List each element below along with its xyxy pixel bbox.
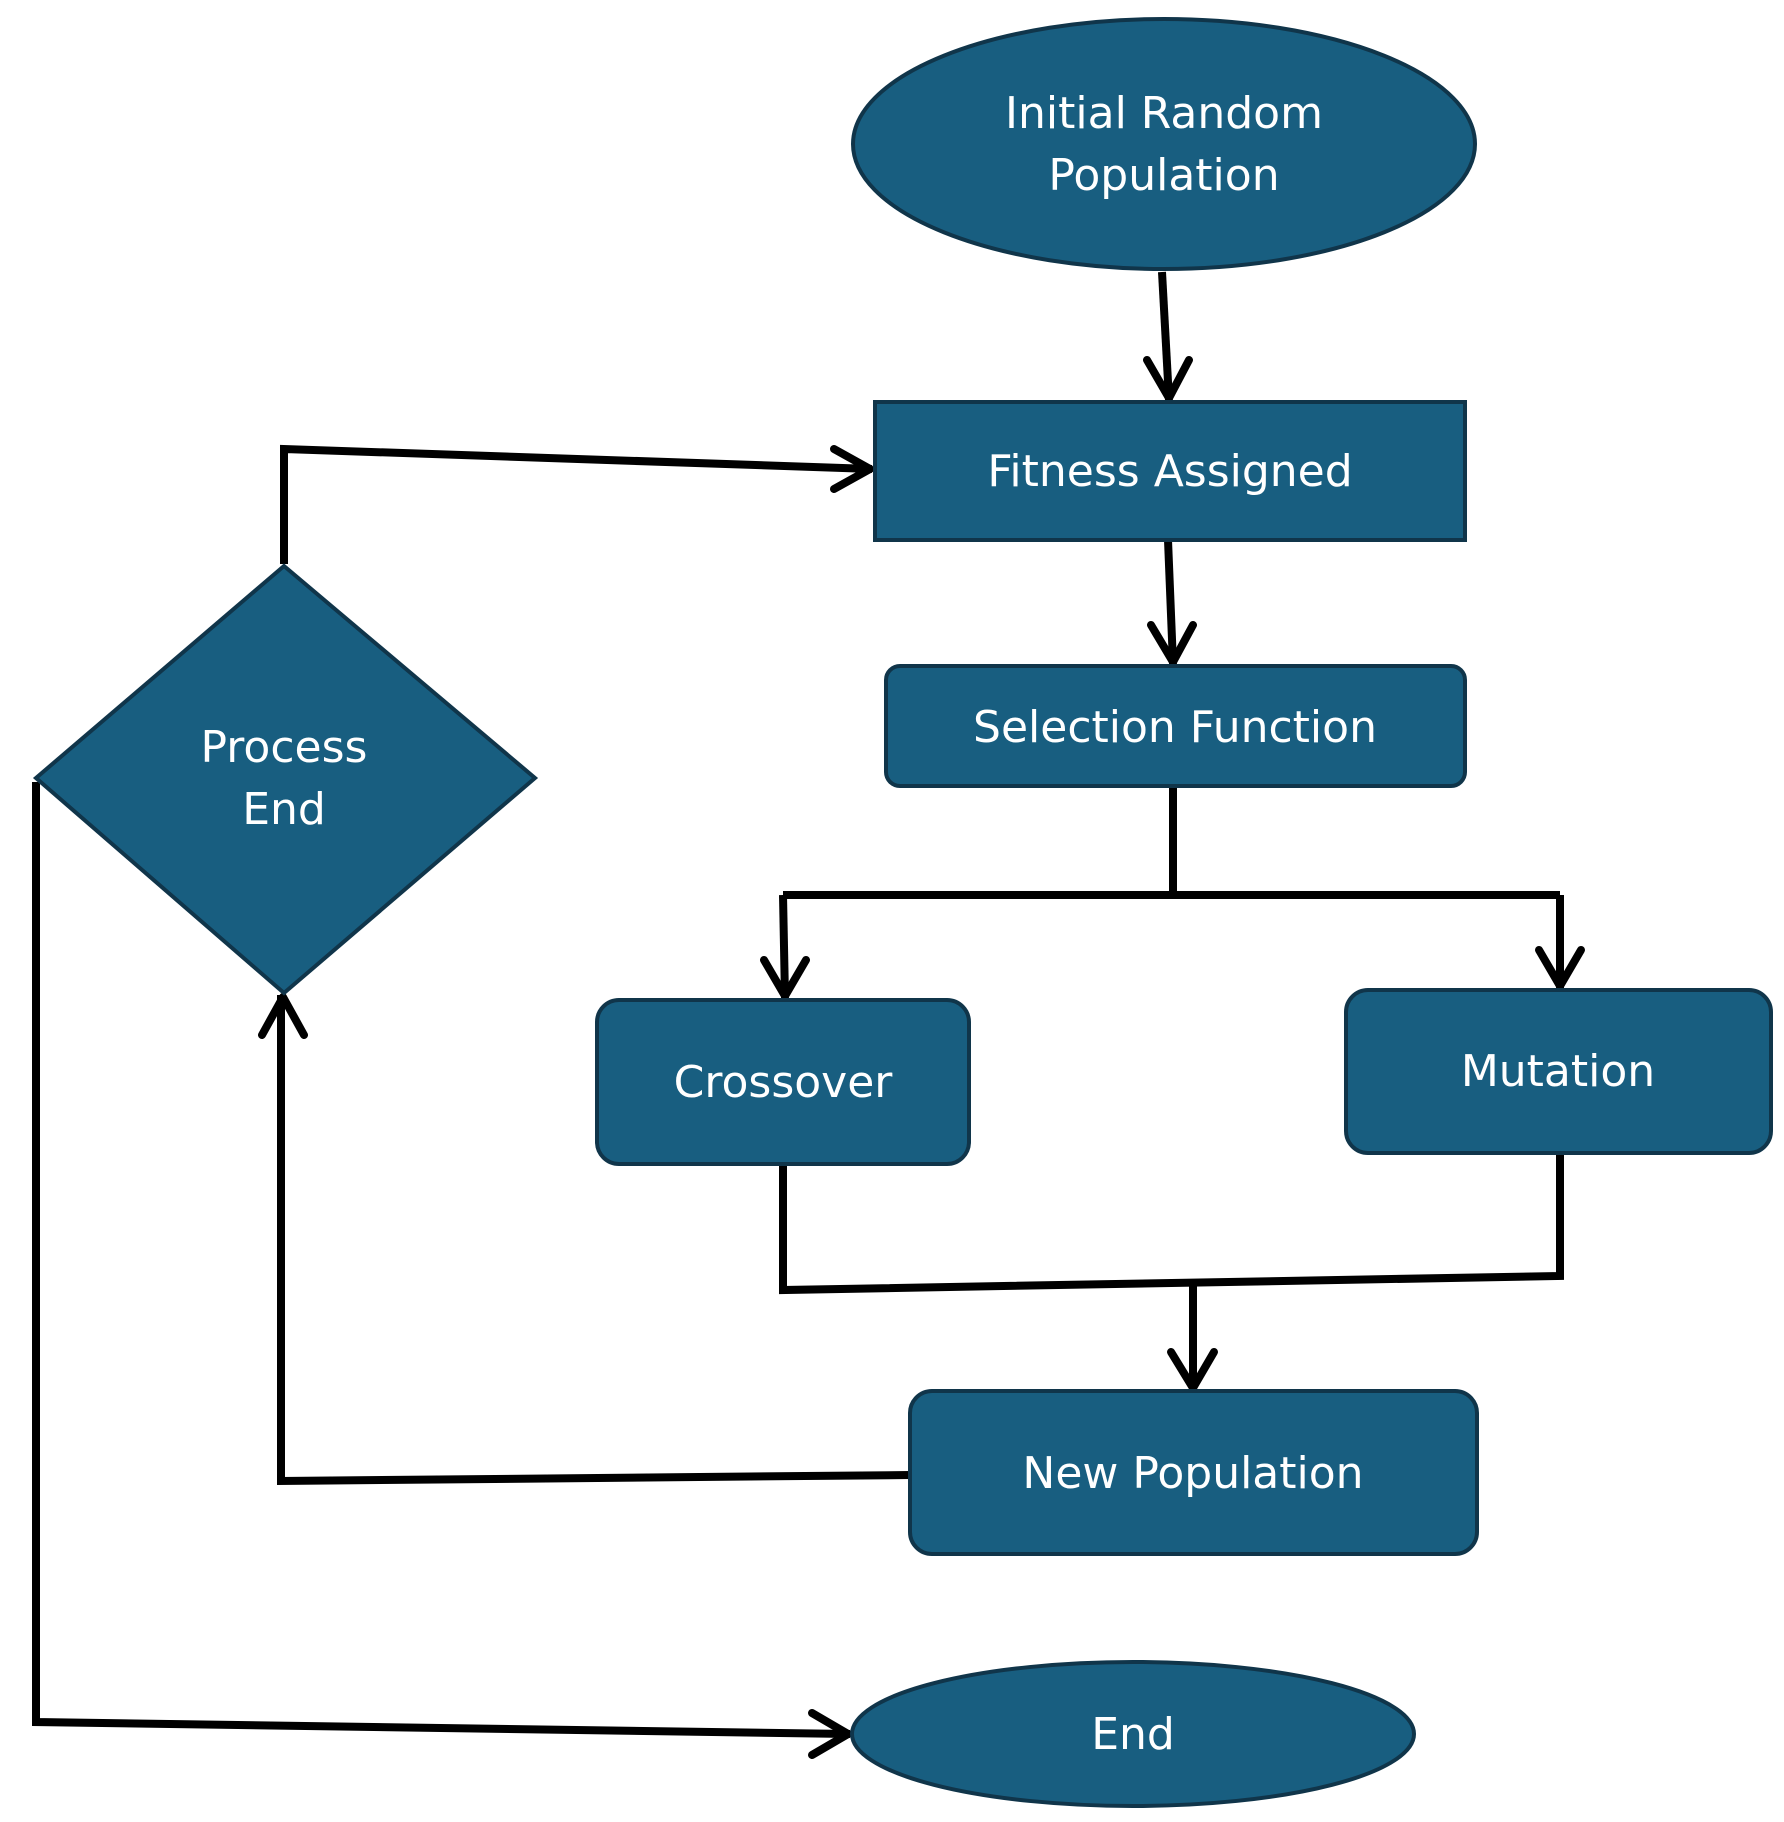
node-label: Fitness Assigned bbox=[987, 446, 1352, 497]
edge-merge-to-new-population bbox=[779, 1153, 1564, 1392]
edge-split-to-crossover bbox=[760, 894, 810, 1000]
end-node: End bbox=[850, 1660, 1416, 1808]
process-end-decision-node: Process End bbox=[32, 563, 539, 996]
edge-fitness-to-selection bbox=[1147, 539, 1197, 666]
process-box bbox=[884, 664, 1467, 788]
node-label: End bbox=[242, 784, 326, 835]
arrowhead-right bbox=[830, 445, 874, 493]
connectors bbox=[32, 271, 1585, 1759]
node-label: Mutation bbox=[1461, 1046, 1655, 1097]
decision-diamond bbox=[32, 563, 539, 996]
arrowhead-down bbox=[1535, 946, 1585, 990]
arrowhead-down bbox=[1143, 356, 1193, 402]
arrowhead-down bbox=[1147, 621, 1197, 666]
process-box bbox=[595, 998, 971, 1166]
node-label: Process bbox=[201, 722, 368, 773]
process-box bbox=[873, 400, 1467, 542]
node-label: Initial Random bbox=[1005, 88, 1323, 139]
terminator-ellipse bbox=[850, 1660, 1416, 1808]
edge-process-end-to-fitness bbox=[280, 444, 874, 564]
edge-split-to-mutation bbox=[1535, 895, 1585, 990]
process-box bbox=[1344, 988, 1773, 1155]
fitness-assigned-node: Fitness Assigned bbox=[873, 400, 1467, 542]
node-label: Selection Function bbox=[973, 702, 1377, 753]
node-label: Population bbox=[1048, 150, 1279, 201]
initial-random-population-node: Initial Random Population bbox=[851, 17, 1477, 271]
node-label: New Population bbox=[1022, 1448, 1363, 1499]
new-population-node: New Population bbox=[908, 1389, 1479, 1556]
crossover-node: Crossover bbox=[595, 998, 971, 1166]
mutation-node: Mutation bbox=[1344, 988, 1773, 1155]
edge-process-end-to-end bbox=[32, 782, 852, 1759]
node-label: Crossover bbox=[674, 1057, 894, 1108]
arrowhead-up bbox=[258, 993, 308, 1039]
edge-new-population-to-process-end bbox=[258, 993, 911, 1486]
edge-selection-split bbox=[783, 787, 1560, 899]
terminator-ellipse bbox=[851, 17, 1477, 271]
arrowhead-right bbox=[808, 1709, 852, 1759]
arrowhead-down bbox=[760, 956, 810, 1000]
edge-initial-to-fitness bbox=[1143, 271, 1193, 402]
process-box bbox=[908, 1389, 1479, 1556]
selection-function-node: Selection Function bbox=[884, 664, 1467, 788]
arrowhead-down bbox=[1167, 1348, 1218, 1392]
node-label: End bbox=[1091, 1709, 1175, 1760]
